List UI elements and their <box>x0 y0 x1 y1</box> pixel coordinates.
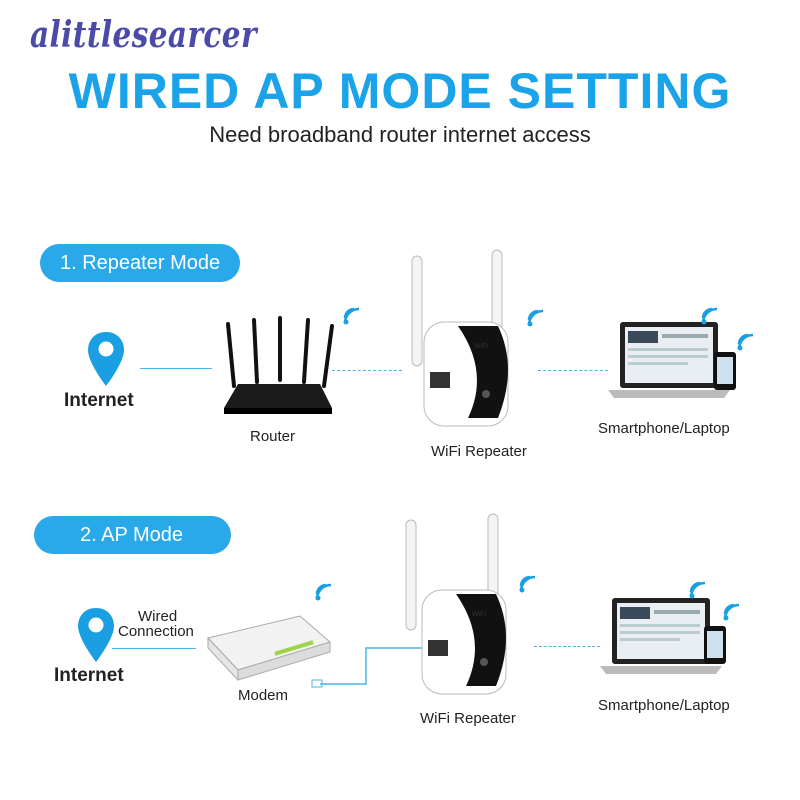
wireless-link <box>332 370 402 371</box>
repeater-label: WiFi Repeater <box>420 710 516 727</box>
internet-label: Internet <box>54 665 124 686</box>
page-title: WIRED AP MODE SETTING <box>68 63 732 119</box>
wifi-signal-icon <box>701 307 718 325</box>
internet-label: Internet <box>64 390 134 411</box>
wireless-link <box>534 646 600 647</box>
wired-label-line1: Wired <box>138 608 178 625</box>
wifi-signal-icon <box>737 333 754 351</box>
modem-icon <box>207 615 332 682</box>
watermark: alittlesearcer <box>30 14 257 56</box>
laptop-icon <box>608 322 736 398</box>
modem-label: Modem <box>238 687 289 704</box>
wireless-link <box>538 370 608 371</box>
wifi-signal-icon <box>723 603 740 621</box>
link-line <box>140 368 212 369</box>
repeater-icon: WiFi <box>411 249 509 427</box>
wifi-signal-icon <box>343 307 360 325</box>
clients-label: Smartphone/Laptop <box>598 697 730 714</box>
location-pin-icon <box>78 608 114 662</box>
wifi-signal-icon <box>519 575 536 593</box>
wifi-signal-icon <box>527 309 544 327</box>
repeater-label: WiFi Repeater <box>431 443 527 460</box>
router-icon <box>224 316 334 414</box>
wired-connection-label: Wired Connection <box>118 608 194 639</box>
laptop-icon <box>600 598 726 674</box>
wifi-signal-icon <box>315 583 332 601</box>
wired-link-line <box>112 648 196 649</box>
location-pin-icon <box>88 332 124 386</box>
wired-label-line2: Connection <box>118 623 194 640</box>
svg-text:WiFi: WiFi <box>474 343 488 350</box>
wifi-signal-icon <box>689 581 706 599</box>
router-label: Router <box>250 428 296 445</box>
page-subtitle: Need broadband router internet access <box>209 122 591 147</box>
svg-text:WiFi: WiFi <box>472 611 486 618</box>
section-pill-repeater-mode: 1. Repeater Mode <box>40 244 241 282</box>
ethernet-cable <box>311 647 424 688</box>
section-pill-ap-mode: 2. AP Mode <box>34 516 232 554</box>
repeater-icon: WiFi <box>405 513 507 695</box>
clients-label: Smartphone/Laptop <box>598 420 730 437</box>
